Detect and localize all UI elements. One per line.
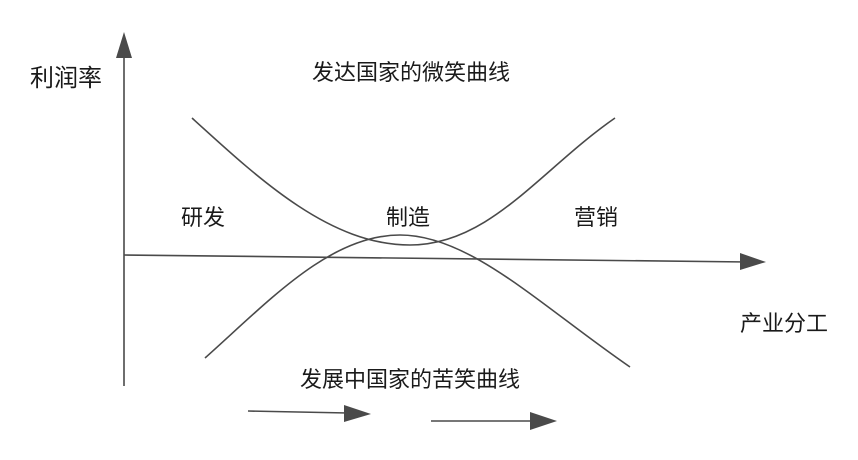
x-axis-line [123, 254, 749, 263]
bottom-arrow-right-head [530, 412, 557, 430]
marketing-label: 营销 [574, 206, 619, 231]
y-axis-label: 利润率 [30, 64, 102, 92]
x-axis-arrowhead [740, 253, 766, 270]
manufacturing-label: 制造 [386, 206, 431, 231]
x-axis-label: 产业分工 [740, 312, 829, 337]
bottom-arrow-left-head [344, 405, 371, 422]
frown-curve-title: 发展中国家的苦笑曲线 [300, 368, 521, 393]
frown-curve [204, 234, 631, 368]
bottom-arrow-left-shaft [247, 410, 349, 414]
smile-curve-title: 发达国家的微笑曲线 [312, 61, 511, 86]
smile-curve [191, 117, 616, 246]
y-axis-arrowhead [116, 32, 132, 58]
rd-label: 研发 [181, 206, 226, 231]
